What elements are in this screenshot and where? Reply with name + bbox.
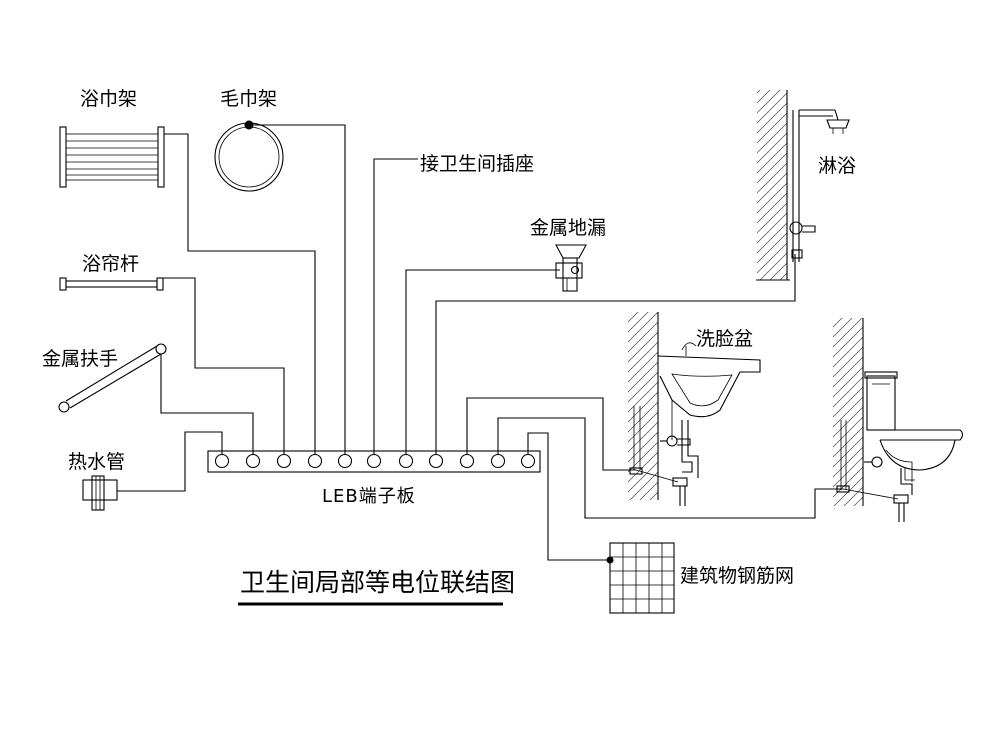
washbasin-symbol (628, 312, 761, 506)
shower-symbol (756, 90, 850, 281)
curtain-rod-symbol (59, 277, 164, 291)
terminal (276, 453, 292, 469)
terminal-group (214, 453, 536, 469)
hot-water-pipe-symbol (82, 475, 118, 511)
floor-drain-label: 金属地漏 (530, 217, 606, 239)
terminal (459, 453, 475, 469)
bath-towel-rack-label: 浴巾架 (80, 88, 137, 110)
terminal-board-label: LEB端子板 (322, 486, 416, 507)
hot-water-pipe-label: 热水管 (68, 451, 125, 473)
terminal (214, 453, 230, 469)
terminal (490, 453, 506, 469)
shower-label: 淋浴 (818, 155, 856, 177)
terminal (307, 453, 323, 469)
terminal (428, 453, 444, 469)
floor-drain-symbol (555, 244, 587, 292)
terminal (398, 453, 414, 469)
rebar-mesh-label: 建筑物钢筋网 (680, 565, 794, 587)
bath-towel-rack-symbol (59, 126, 165, 188)
bathroom-socket-label: 接卫生间插座 (420, 153, 534, 175)
diagram-title: 卫生间局部等电位联结图 (240, 568, 515, 597)
bonding-wires (117, 124, 899, 561)
towel-ring-symbol (214, 120, 284, 192)
terminal (520, 453, 536, 469)
terminal (337, 453, 353, 469)
washbasin-label: 洗脸盆 (696, 328, 753, 350)
terminal (366, 453, 382, 469)
towel-ring-label: 毛巾架 (220, 88, 277, 110)
curtain-rod-label: 浴帘杆 (82, 253, 139, 275)
rebar-mesh-symbol (606, 542, 675, 614)
grab-bar-label: 金属扶手 (42, 348, 118, 370)
terminal (245, 453, 261, 469)
toilet-symbol (833, 318, 964, 522)
